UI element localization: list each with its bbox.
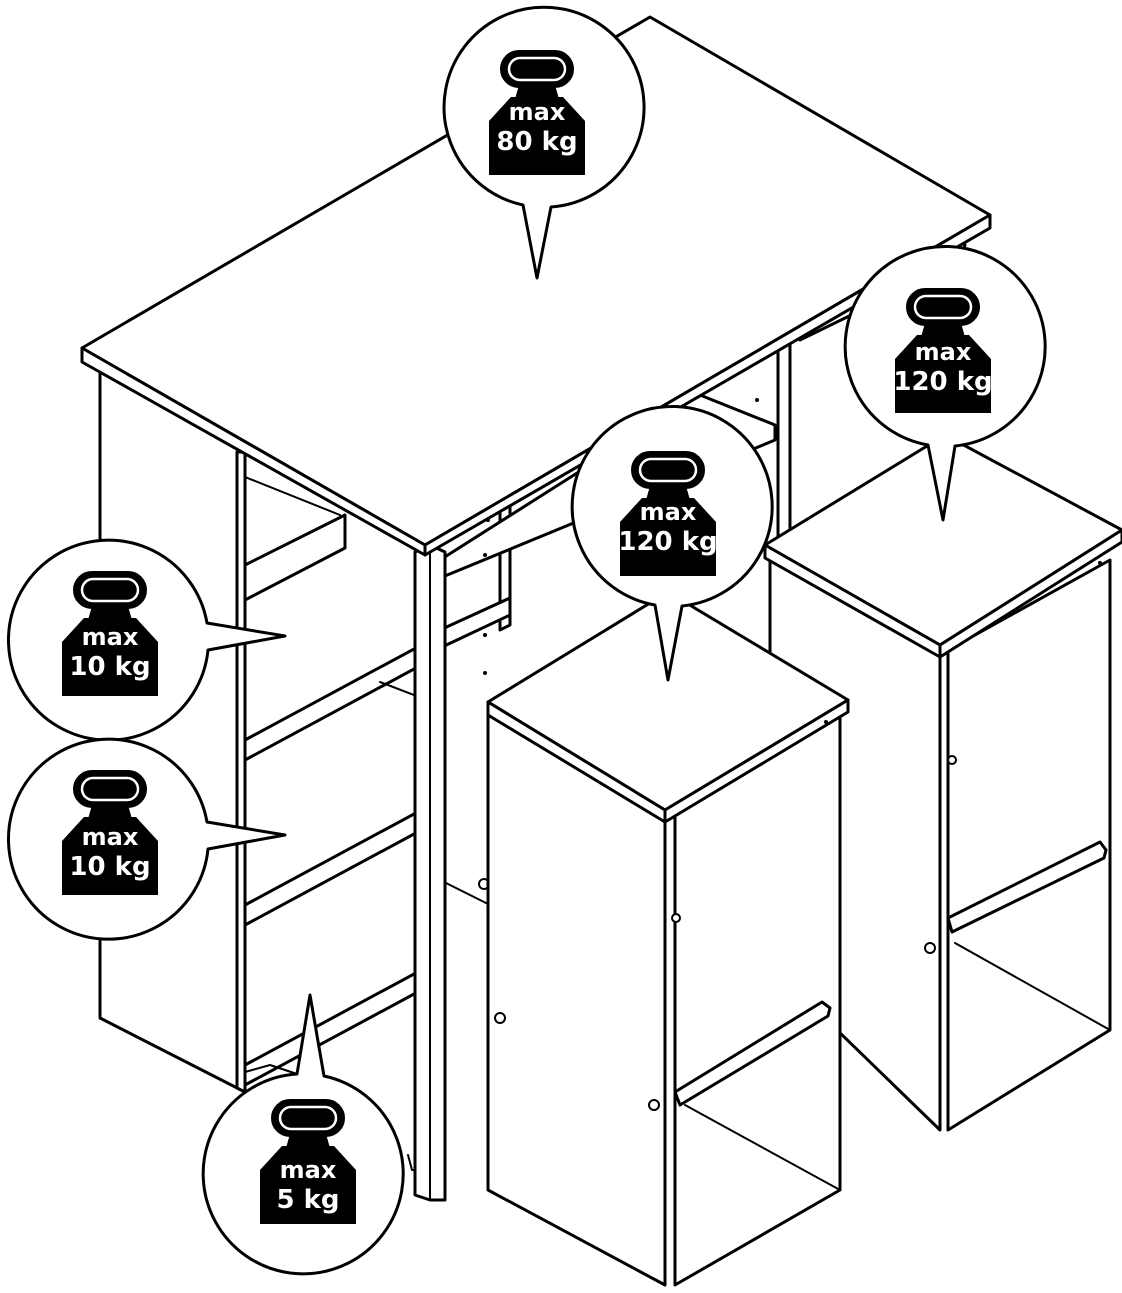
table-right-back-panel [776,333,792,547]
load-label-front-stool-line1: max [640,498,697,526]
load-label-tabletop-value: 80 kg [496,127,577,157]
load-callout-front-stool: max 120 kg [570,404,774,682]
load-callout-upper-shelf: max 10 kg [6,538,287,742]
table-shelf-middle [243,798,442,927]
load-label-bottom-shelf-value: 5 kg [276,1185,339,1215]
front-stool-seat-edge-right [663,698,850,824]
load-label-middle-shelf-line1: max [82,823,139,851]
rear-stool-seat-edge-right [938,528,1122,659]
bar-stool-front [486,590,850,1287]
load-label-upper-shelf-value: 10 kg [69,652,150,682]
front-stool-footrest [673,1000,832,1107]
load-label-rear-stool-value: 120 kg [893,367,992,397]
load-callout-rear-stool: max 120 kg [843,244,1047,522]
load-callout-bottom-shelf: max 5 kg [201,993,405,1276]
load-callout-middle-shelf: max 10 kg [6,737,287,941]
table-shelf-divider [235,450,247,1094]
load-callout-tabletop: max 80 kg [442,5,646,280]
load-label-rear-stool-line1: max [915,338,972,366]
load-label-upper-shelf-line1: max [82,623,139,651]
rear-stool-footrest [946,840,1108,934]
rear-stool-right-side [946,558,1112,1132]
load-label-tabletop-line1: max [509,98,566,126]
table-shelf-top [243,513,347,602]
load-label-front-stool-value: 120 kg [618,527,717,557]
table-shelf-upper [243,633,442,762]
load-label-middle-shelf-value: 10 kg [69,852,150,882]
table-top-edge-side [423,213,992,557]
load-label-bottom-shelf-line1: max [280,1156,337,1184]
